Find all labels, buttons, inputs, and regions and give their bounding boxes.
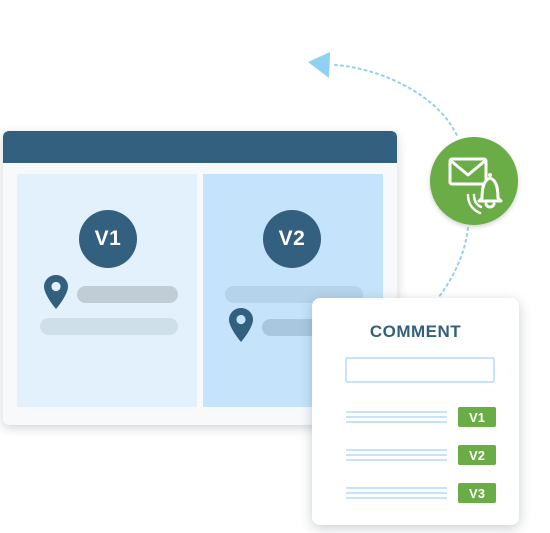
arrow-path-top	[334, 64, 459, 139]
text-lines	[346, 409, 447, 425]
version-badge-v2: V2	[263, 210, 321, 268]
notification-badge[interactable]	[430, 137, 518, 225]
location-pin-icon	[44, 275, 68, 309]
comment-title: COMMENT	[369, 322, 462, 341]
window-titlebar	[3, 131, 397, 163]
comment-row[interactable]: V2	[346, 445, 496, 465]
version-tag-v3: V3	[458, 483, 496, 503]
location-pin-icon	[229, 308, 253, 342]
placeholder-bar	[40, 318, 178, 335]
version-tag-v2: V2	[458, 445, 496, 465]
comment-card: COMMENT V1 V2 V3	[312, 298, 519, 525]
arrowhead-icon	[308, 52, 330, 78]
envelope-bell-icon	[448, 157, 503, 215]
version-panel-v1[interactable]: V1	[17, 174, 197, 407]
version-tag-v1: V1	[458, 407, 496, 427]
arrow-path-bottom	[437, 227, 469, 299]
comment-row[interactable]: V1	[346, 407, 496, 427]
version-badge-v1: V1	[79, 210, 137, 268]
placeholder-bar	[262, 319, 322, 336]
comment-input[interactable]	[345, 357, 495, 383]
text-lines	[346, 447, 447, 463]
text-lines	[346, 485, 447, 501]
comment-row[interactable]: V3	[346, 483, 496, 503]
placeholder-bar	[77, 286, 178, 303]
